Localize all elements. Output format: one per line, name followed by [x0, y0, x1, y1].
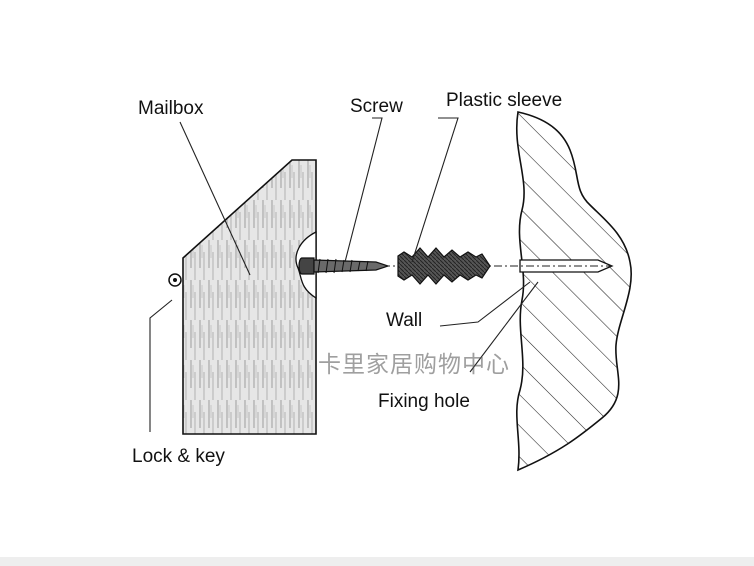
label-screw: Screw — [350, 96, 403, 117]
label-plastic-sleeve: Plastic sleeve — [446, 90, 563, 111]
label-wall: Wall — [386, 310, 423, 331]
leader-sleeve — [411, 117, 459, 263]
watermark-text: 卡里家居购物中心 — [318, 352, 510, 378]
leader-wall — [439, 281, 531, 327]
leader-screw — [344, 117, 383, 263]
leader-lock — [149, 299, 173, 432]
bottom-band — [0, 557, 754, 566]
label-lock-key: Lock & key — [132, 446, 225, 467]
mailbox-body — [182, 159, 317, 435]
label-fixing-hole: Fixing hole — [378, 391, 470, 412]
label-mailbox: Mailbox — [138, 98, 204, 119]
plastic-sleeve — [397, 247, 491, 285]
screw-head — [298, 257, 315, 275]
leader-fixing-hole — [469, 281, 539, 373]
leader-mailbox — [179, 121, 251, 276]
wall-hatch — [515, 111, 632, 472]
